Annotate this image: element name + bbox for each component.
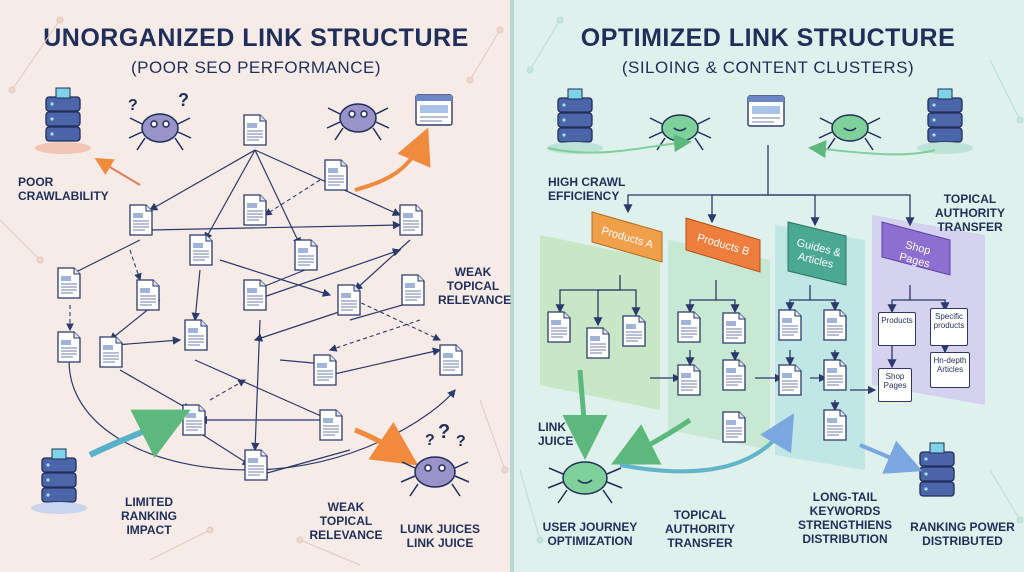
spider-icon: [128, 113, 192, 151]
label-weak-topical-relevance-right: WEAK TOPICAL RELEVANCE: [438, 265, 512, 307]
spider-icon: [547, 461, 623, 504]
spider-icon: [818, 114, 882, 151]
label-user-journey-optimization: USER JOURNEY OPTIMIZATION: [542, 520, 638, 548]
left-title: UNORGANIZED LINK STRUCTURE: [43, 24, 469, 52]
svg-text:?: ?: [438, 421, 450, 443]
label-topical-authority-transfer-bottom: TOPICAL AUTHORITY TRANSFER: [665, 508, 735, 550]
server-icon: [919, 442, 955, 497]
ranking-power-flow: [859, 440, 923, 474]
cross-links: [650, 373, 877, 395]
browser-window-icon: [415, 94, 453, 126]
spider-icon: [400, 456, 470, 497]
right-background-network: [519, 16, 1024, 544]
user-journey-flow: [611, 417, 692, 465]
label-link-juice-left: LUNK JUICES LINK JUICE: [399, 522, 480, 550]
left-dashed-links: [66, 179, 441, 401]
panel-divider: [510, 0, 514, 572]
hierarchy-links: [555, 145, 950, 412]
svg-text:?: ?: [178, 90, 189, 110]
left-background-network: [0, 16, 509, 566]
subpage-in-depth-articles: Hn-depth Articles: [930, 352, 970, 388]
label-ranking-power-distributed: RANKING POWER DISTRIBUTED: [910, 520, 1015, 548]
svg-text:?: ?: [425, 432, 435, 449]
right-subtitle: (SILOING & CONTENT CLUSTERS): [621, 58, 915, 77]
subpage-specific-products: Specific products: [930, 308, 968, 346]
subpage-products: Products: [878, 312, 916, 346]
authority-arrow-top: [808, 140, 936, 158]
silo-guides: [775, 225, 865, 470]
silo-products-b: [668, 240, 770, 450]
crawl-efficiency-arrow: [547, 134, 692, 154]
server-icon: [45, 87, 81, 142]
right-title: OPTIMIZED LINK STRUCTURE: [580, 24, 956, 52]
label-link-juice-right: LINK JUICE: [538, 420, 574, 448]
link-juice-flow: [562, 369, 608, 460]
label-long-tail-keywords: LONG-TAIL KEYWORDS STRENGTHIENS DISTRIBU…: [797, 490, 892, 546]
label-high-crawl-efficiency: HIGH CRAWL EFFICIENCY: [548, 175, 626, 203]
label-limited-ranking-impact: LIMITED RANKING IMPACT: [121, 495, 177, 537]
label-poor-crawlability: POOR CRAWLABILITY: [18, 175, 109, 203]
question-mark-icon: ?? ???: [128, 90, 466, 450]
server-icon: [41, 448, 77, 503]
label-weak-topical-relevance-bottom: WEAK TOPICAL RELEVANCE: [309, 500, 383, 542]
subpage-shop-pages: Shop Pages: [878, 368, 912, 402]
link-juice-arrow: [354, 421, 419, 466]
poor-crawl-arrow: [94, 157, 141, 186]
browser-window-icon: [747, 95, 785, 127]
left-tangled-links: [68, 149, 442, 478]
ranking-impact-arrow: [88, 409, 191, 458]
server-icon: [557, 88, 593, 143]
long-tail-flow: [619, 413, 795, 474]
svg-text:?: ?: [456, 433, 466, 450]
spider-icon: [326, 103, 390, 141]
label-topical-authority-transfer-top: TOPICAL AUTHORITY TRANSFER: [935, 192, 1005, 234]
svg-text:?: ?: [128, 97, 138, 114]
left-subtitle: (POOR SEO PERFORMANCE): [131, 58, 381, 77]
server-icon: [927, 88, 963, 143]
weak-relevance-arrow: [354, 127, 431, 192]
